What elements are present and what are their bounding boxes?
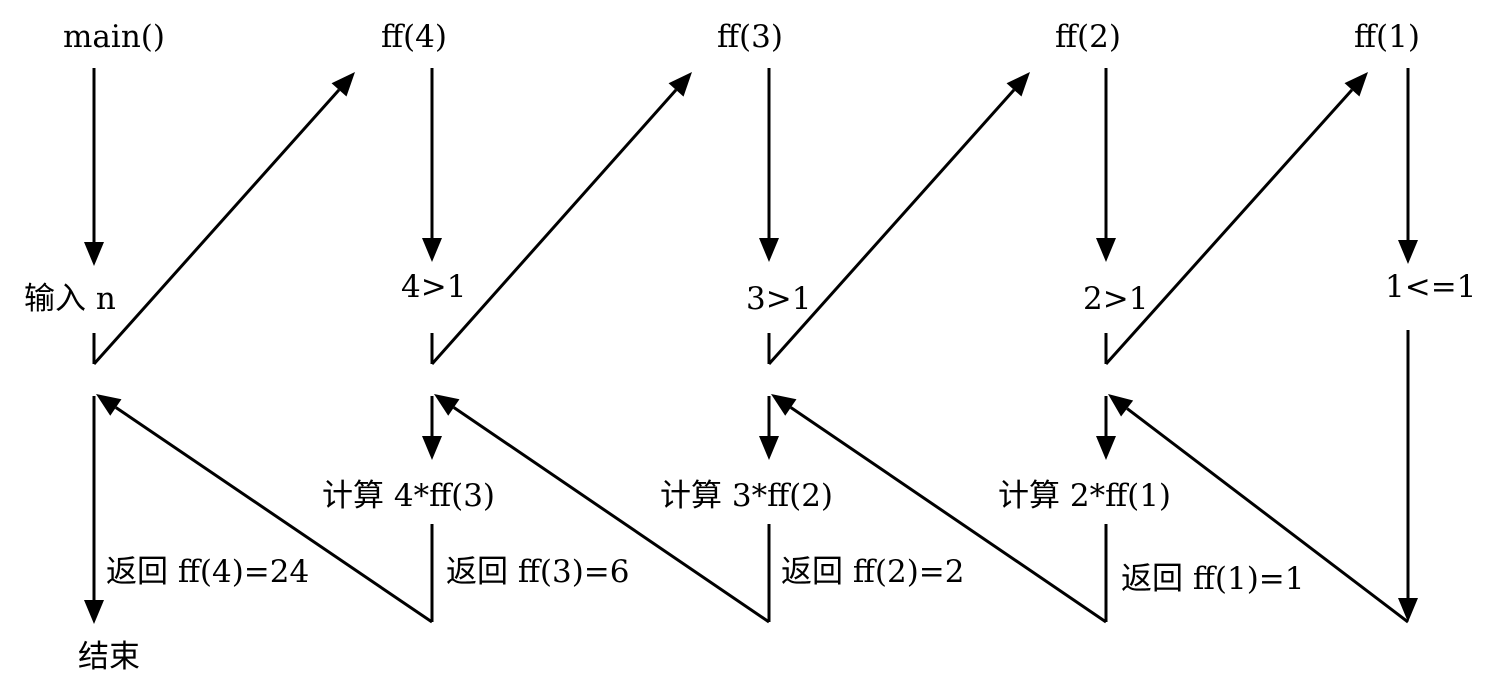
label-input-n: 输入 n: [24, 281, 116, 317]
label-return-4: 返回 ff(4)=24: [106, 554, 310, 590]
arrow-ff1-down-head: [1398, 240, 1418, 264]
arrow-ff1-return-down: [1398, 330, 1418, 622]
arrow-main-end: [84, 396, 104, 624]
label-check-3: 3>1: [746, 281, 812, 317]
label-ff2: ff(2): [1055, 19, 1121, 55]
arrow-call-3-head: [1344, 72, 1368, 97]
arrow-return-1: [434, 394, 770, 624]
arrow-call-2-shaft: [767, 88, 1016, 365]
arrow-return-0-head: [96, 394, 122, 416]
arrow-call-0-shaft: [92, 88, 341, 365]
label-ff4: ff(4): [381, 19, 447, 55]
arrow-call-3-shaft: [1104, 88, 1354, 366]
arrow-ff4-down-head: [422, 238, 442, 262]
arrow-ff3-down: [759, 68, 779, 262]
label-check-4: 4>1: [401, 269, 467, 305]
arrow-call-1-head: [668, 72, 692, 97]
arrow-compute-4: [422, 396, 442, 460]
label-main: main(): [63, 19, 165, 55]
arrow-call-1-shaft: [430, 88, 678, 365]
arrow-return-0-shaft: [115, 406, 433, 624]
arrow-return-2: [771, 394, 1107, 624]
arrow-return-3: [1108, 394, 1409, 624]
arrow-return-3-head: [1108, 394, 1134, 417]
label-check-1: 1<=1: [1385, 269, 1477, 305]
arrow-compute-3: [759, 396, 779, 460]
arrow-call-1: [430, 72, 692, 365]
arrow-ff3-down-head: [759, 238, 779, 262]
arrow-ff2-down: [1096, 68, 1116, 262]
arrow-ff4-down: [422, 68, 442, 262]
arrow-return-1-shaft: [452, 406, 770, 624]
arrow-call-0: [92, 72, 355, 365]
arrow-ff1-return-down-head: [1398, 598, 1418, 622]
label-compute-4: 计算 4*ff(3): [322, 478, 496, 514]
arrow-return-3-shaft: [1126, 407, 1409, 624]
label-return-3: 返回 ff(3)=6: [446, 554, 630, 590]
label-compute-2: 计算 2*ff(1): [998, 478, 1172, 514]
label-check-2: 2>1: [1083, 281, 1149, 317]
arrow-main-down: [84, 68, 104, 266]
label-ff1: ff(1): [1354, 19, 1420, 55]
label-compute-3: 计算 3*ff(2): [660, 478, 834, 514]
arrow-return-0: [96, 394, 433, 624]
arrow-call-3: [1104, 72, 1368, 366]
arrow-main-end-head: [84, 600, 104, 624]
arrow-return-2-head: [771, 394, 797, 416]
arrow-return-2-shaft: [789, 406, 1107, 624]
arrow-call-2: [767, 72, 1030, 365]
arrow-compute-3-head: [759, 436, 779, 460]
arrow-return-1-head: [434, 394, 460, 416]
label-end: 结束: [78, 639, 140, 675]
label-ff3: ff(3): [717, 19, 783, 55]
arrow-ff1-down: [1398, 68, 1418, 264]
arrow-call-2-head: [1006, 72, 1030, 97]
arrow-call-0-head: [331, 72, 355, 97]
arrow-compute-2: [1096, 396, 1116, 460]
arrow-main-down-head: [84, 242, 104, 266]
label-return-1: 返回 ff(1)=1: [1121, 561, 1305, 597]
label-return-2: 返回 ff(2)=2: [781, 554, 965, 590]
arrow-compute-4-head: [422, 436, 442, 460]
arrow-compute-2-head: [1096, 436, 1116, 460]
arrow-ff2-down-head: [1096, 238, 1116, 262]
